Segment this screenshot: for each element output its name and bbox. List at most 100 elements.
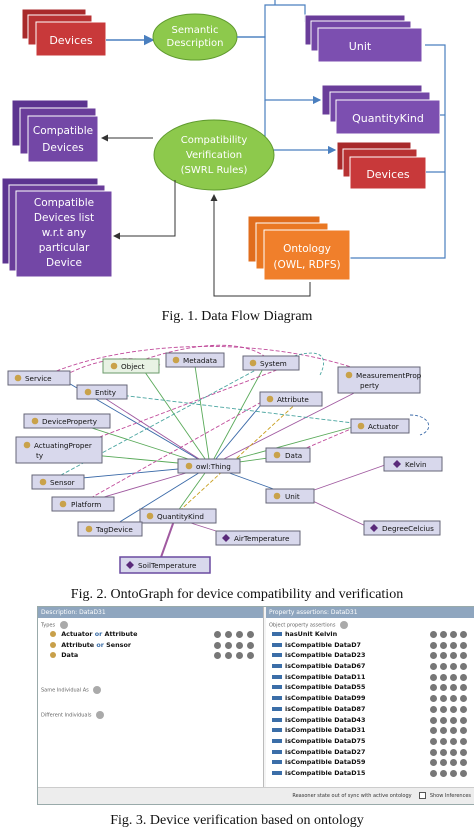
edit-icon[interactable] [460, 769, 467, 777]
assertion-row[interactable]: isCompatible DataD15 [266, 768, 474, 779]
annotate-icon[interactable] [440, 727, 447, 735]
help-icon[interactable] [214, 641, 221, 649]
assertion-row[interactable]: isCompatible DataD31 [266, 725, 474, 736]
show-inferences-checkbox[interactable] [419, 792, 427, 799]
help-icon[interactable] [430, 673, 437, 681]
help-icon[interactable] [214, 652, 221, 660]
assertion-row[interactable]: isCompatible DataD7 [266, 640, 474, 651]
help-icon[interactable] [430, 684, 437, 692]
assertion-row[interactable]: hasUnit Kelvin [266, 629, 474, 640]
delete-icon[interactable] [236, 641, 243, 649]
add-type-icon[interactable] [59, 621, 68, 629]
edit-icon[interactable] [460, 631, 467, 638]
annotate-icon[interactable] [440, 759, 447, 767]
delete-icon[interactable] [450, 673, 457, 681]
annotate-icon[interactable] [440, 716, 447, 724]
assertion-row[interactable]: isCompatible DataD43 [266, 715, 474, 726]
annotate-icon[interactable] [440, 748, 447, 756]
delete-icon[interactable] [450, 652, 457, 660]
help-icon[interactable] [430, 737, 437, 745]
help-icon[interactable] [430, 727, 437, 735]
help-icon[interactable] [430, 769, 437, 777]
help-icon[interactable] [430, 705, 437, 713]
edit-icon[interactable] [247, 652, 254, 660]
delete-icon[interactable] [450, 748, 457, 756]
help-icon[interactable] [430, 652, 437, 660]
edit-icon[interactable] [460, 716, 467, 724]
delete-icon[interactable] [450, 737, 457, 745]
assertion-row[interactable]: isCompatible DataD67 [266, 661, 474, 672]
delete-icon[interactable] [450, 727, 457, 735]
help-icon[interactable] [214, 631, 221, 638]
delete-icon[interactable] [450, 759, 457, 767]
annotate-icon[interactable] [225, 652, 232, 660]
assertion-row[interactable]: isCompatible DataD87 [266, 704, 474, 715]
annotate-icon[interactable] [440, 673, 447, 681]
edit-icon[interactable] [460, 759, 467, 767]
delete-icon[interactable] [450, 631, 457, 638]
assertion-row[interactable]: isCompatible DataD75 [266, 736, 474, 747]
annotate-icon[interactable] [440, 652, 447, 660]
assertion-row[interactable]: isCompatible DataD55 [266, 682, 474, 693]
annotate-icon[interactable] [440, 631, 447, 638]
annotate-icon[interactable] [440, 737, 447, 745]
add-assertion-icon[interactable] [340, 621, 349, 629]
delete-icon[interactable] [236, 652, 243, 660]
delete-icon[interactable] [450, 641, 457, 649]
delete-icon[interactable] [236, 631, 243, 638]
edit-icon[interactable] [460, 705, 467, 713]
semantic-line2: Description [167, 38, 224, 49]
type-row[interactable]: Attribute or Sensor [38, 640, 263, 651]
add-same-individual-icon[interactable] [93, 686, 102, 695]
help-icon[interactable] [430, 695, 437, 703]
annotate-icon[interactable] [440, 684, 447, 692]
assertion-row[interactable]: isCompatible DataD23 [266, 650, 474, 661]
type-row[interactable]: Data [38, 650, 263, 661]
delete-icon[interactable] [450, 769, 457, 777]
node-actuator-label: Actuator [368, 422, 399, 431]
annotate-icon[interactable] [440, 695, 447, 703]
edit-icon[interactable] [460, 727, 467, 735]
annotate-icon[interactable] [440, 705, 447, 713]
edit-icon[interactable] [247, 641, 254, 649]
help-icon[interactable] [430, 748, 437, 756]
annotate-icon[interactable] [440, 663, 447, 671]
annotate-icon[interactable] [440, 641, 447, 649]
description-panel-title: Description: DataD31 [38, 607, 263, 618]
delete-icon[interactable] [450, 684, 457, 692]
edit-icon[interactable] [460, 737, 467, 745]
annotate-icon[interactable] [225, 631, 232, 638]
edit-icon[interactable] [247, 631, 254, 638]
assertion-row[interactable]: isCompatible DataD11 [266, 672, 474, 683]
help-icon[interactable] [430, 641, 437, 649]
assertion-row[interactable]: isCompatible DataD99 [266, 693, 474, 704]
annotate-icon[interactable] [225, 641, 232, 649]
delete-icon[interactable] [450, 705, 457, 713]
edit-icon[interactable] [460, 695, 467, 703]
edit-icon[interactable] [460, 663, 467, 671]
edit-icon[interactable] [460, 748, 467, 756]
node-degreecelcius: DegreeCelcius [363, 520, 441, 536]
quantitykind-stack: QuantityKind [321, 84, 441, 135]
delete-icon[interactable] [450, 716, 457, 724]
edit-icon[interactable] [460, 641, 467, 649]
type-row[interactable]: Actuator or Attribute [38, 629, 263, 640]
help-icon[interactable] [430, 759, 437, 767]
delete-icon[interactable] [450, 695, 457, 703]
add-different-individual-icon[interactable] [96, 711, 105, 720]
edit-icon[interactable] [460, 652, 467, 660]
node-actuatingproperty-line1: ActuatingProper [34, 441, 92, 450]
help-icon[interactable] [430, 663, 437, 671]
edit-icon[interactable] [460, 673, 467, 681]
help-icon[interactable] [430, 631, 437, 638]
assertion-row[interactable]: isCompatible DataD59 [266, 757, 474, 768]
help-icon[interactable] [430, 716, 437, 724]
node-tagdevice-label: TagDevice [95, 525, 133, 534]
object-property-icon [272, 664, 282, 669]
devices-target-stack: Devices [336, 141, 427, 190]
annotate-icon[interactable] [440, 769, 447, 777]
edit-icon[interactable] [460, 684, 467, 692]
node-object-label: Object [121, 362, 145, 371]
assertion-row[interactable]: isCompatible DataD27 [266, 747, 474, 758]
delete-icon[interactable] [450, 663, 457, 671]
